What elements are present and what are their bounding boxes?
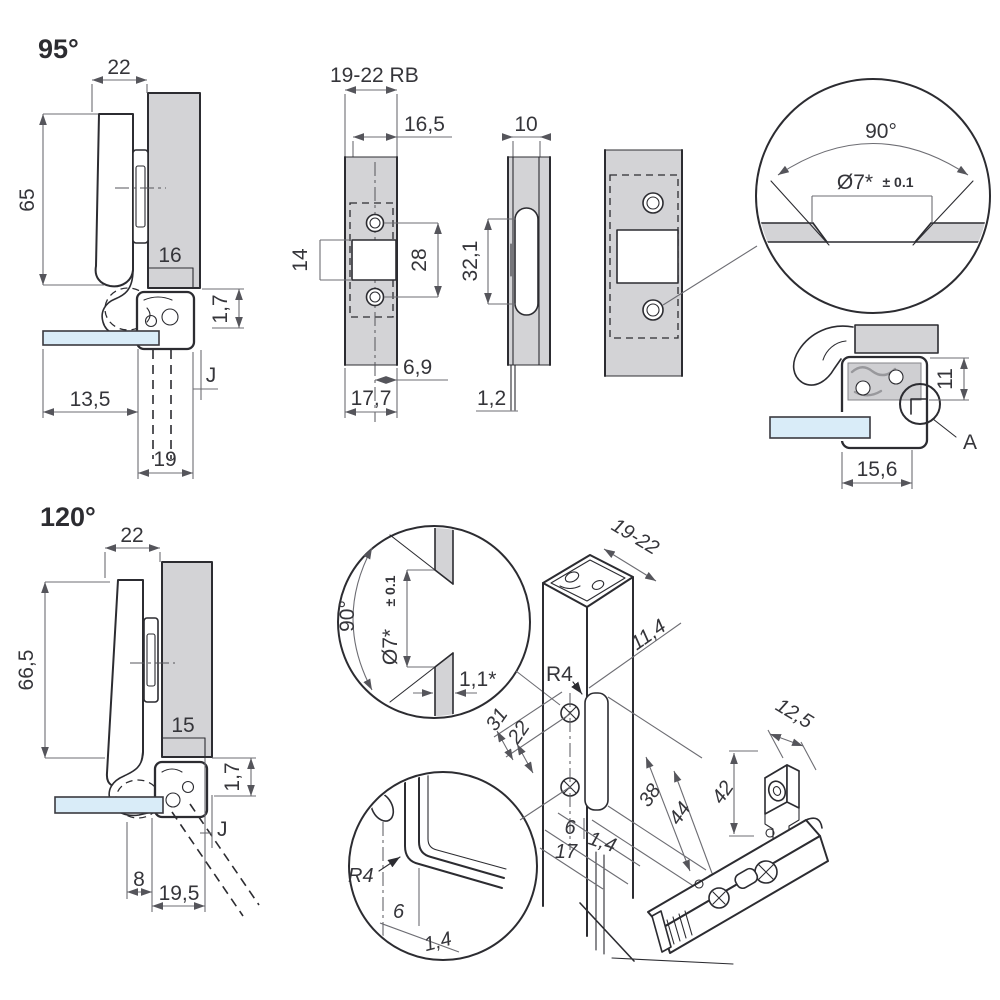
plate-cutout	[351, 239, 397, 281]
dim-side-width: 10	[514, 113, 537, 136]
dim-slot-edge-offset: 6	[393, 901, 405, 923]
view-plate-square	[604, 149, 758, 377]
dim-drill-diameter: Ø7*	[837, 171, 873, 194]
dim-overlay-95: 22	[107, 56, 130, 79]
detail-circle-slot	[348, 771, 538, 961]
detail-leader	[662, 245, 758, 306]
view-title-95: 95°	[38, 34, 79, 64]
dim-drill-diameter-side: Ø7*	[379, 629, 402, 665]
panel-corner	[854, 324, 939, 354]
frame-profile-120	[153, 760, 209, 819]
screw-hole-top	[365, 213, 385, 233]
dim-corner-width: 15,6	[857, 458, 898, 481]
square-cutout	[616, 229, 679, 284]
detail-drill-side: 90° Ø7* ± 0.1 1,1*	[336, 525, 561, 719]
detail-slot-r4: R4 6 1,4	[348, 771, 538, 961]
dim-overlay-120: 22	[120, 524, 143, 547]
dim-drill-tolerance-side: ± 0.1	[382, 575, 398, 606]
glass-panel-95	[42, 330, 160, 346]
dim-glass-thickness: 1,1*	[459, 668, 496, 691]
hinge-knuckle-corner	[792, 325, 854, 386]
dim-gap-120: 1,7	[221, 762, 244, 791]
callout-label-A: A	[963, 431, 977, 454]
dim-profile-width: 19-22	[608, 514, 663, 559]
cabinet-panel-120	[161, 561, 213, 758]
dim-joint-120: J	[217, 818, 228, 841]
view-plate-side: 10 32,1 1,2	[459, 113, 551, 412]
dim-height-120: 66,5	[15, 650, 38, 691]
dim-depth-120: 19,5	[159, 882, 200, 905]
view-plate-front: 19-22 RB 16,5 14 28 6,9 17,7	[289, 64, 452, 422]
dim-countersink-angle-side: 90°	[336, 600, 359, 632]
view-hinge-95: 95° 22 65 16 1,7 J	[16, 34, 244, 479]
plate-header: 19-22 RB	[330, 64, 419, 87]
dim-sheet-thickness: 1,2	[477, 387, 506, 410]
dim-total-width: 17,7	[351, 387, 392, 410]
screw-hole-bottom	[365, 287, 385, 307]
dim-joint-95: J	[206, 364, 217, 387]
view-hinge-120: 120° 22 15 66,5 1,7 J 8	[15, 502, 260, 917]
dim-drill-tolerance: ± 0.1	[882, 174, 913, 190]
glass-panel-corner	[769, 416, 871, 439]
callout-circle-A	[899, 383, 941, 425]
dim-plate-inner-width: 16,5	[404, 113, 445, 136]
dim-corner-height: 11	[934, 368, 957, 390]
dim-gap-95: 1,7	[209, 294, 232, 323]
dim-3d-c: 38	[635, 780, 666, 811]
profile-slot-3d	[584, 692, 609, 811]
dim-slot-radius: R4	[348, 865, 374, 887]
view-title-120: 120°	[40, 502, 96, 532]
dim-depth-95: 19	[153, 448, 176, 471]
dim-cutout-height: 14	[289, 248, 312, 272]
dim-bracket-width: 12,5	[772, 694, 817, 733]
dim-offset-120: 8	[133, 868, 145, 891]
dim-height-95: 65	[16, 188, 39, 211]
door-profile-95	[94, 113, 134, 288]
plate-slot	[514, 207, 539, 316]
door-profile-120	[105, 579, 144, 788]
dim-hole-spacing: 28	[408, 248, 431, 271]
dim-3d-f: 1,4	[586, 828, 619, 858]
dim-slot-length: 32,1	[459, 241, 482, 282]
dim-center-offset: 6,9	[403, 356, 432, 379]
dim-profile-radius: R4	[546, 663, 573, 686]
dim-panel-95: 16	[158, 244, 181, 267]
dim-countersink-angle: 90°	[865, 120, 897, 143]
glass-panel-120	[54, 796, 164, 814]
dim-3d-d: 44	[665, 798, 696, 829]
dim-panel-120: 15	[171, 714, 194, 737]
detail-drill-top: 90° Ø7* ± 0.1	[755, 78, 991, 314]
dim-offset-95: 13,5	[70, 388, 111, 411]
detail-circle-side	[337, 525, 531, 719]
detail-corner: A 11 15,6	[769, 324, 977, 489]
view-3d-profile: 19-22 11,4 R4 31 22 38 44 6 1,4 17 42 12…	[482, 514, 829, 965]
dim-3d-e: 6	[564, 817, 576, 839]
dim-3d-g: 17	[555, 841, 578, 863]
